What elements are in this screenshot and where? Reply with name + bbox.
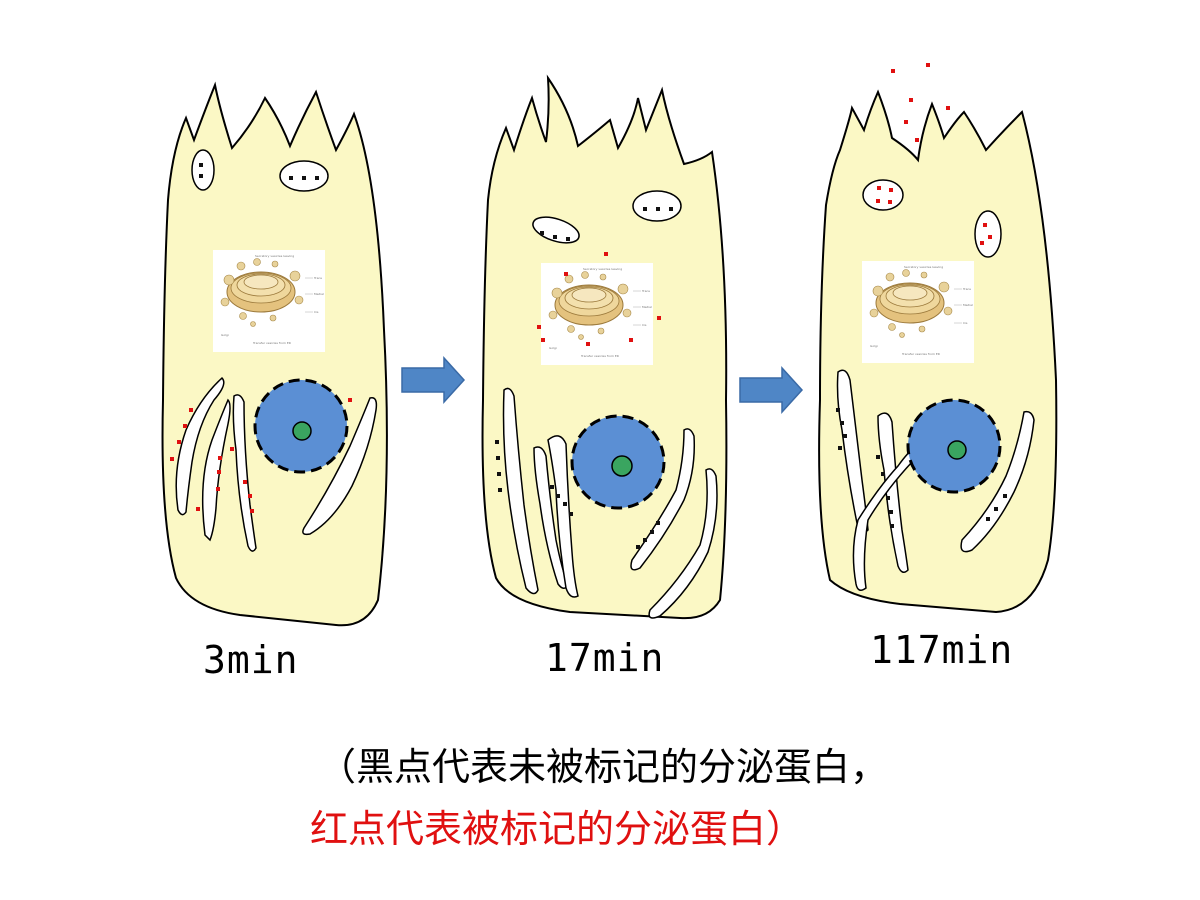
time-label-3min: 3min bbox=[203, 638, 299, 682]
vesicle bbox=[191, 149, 215, 191]
er-cisterna bbox=[302, 397, 378, 536]
labeled-protein-dots bbox=[876, 63, 992, 245]
golgi-apparatus-image bbox=[212, 249, 326, 353]
labeled-protein-dots bbox=[170, 398, 352, 513]
cell-117min bbox=[818, 63, 1058, 614]
arrow-right-icon bbox=[739, 367, 803, 413]
golgi-apparatus-image bbox=[540, 262, 654, 366]
cell-17min bbox=[481, 74, 728, 620]
unlabeled-protein-dots bbox=[199, 163, 319, 180]
er-cisterna bbox=[547, 435, 579, 598]
er-cisterna bbox=[960, 410, 1035, 553]
nucleolus bbox=[611, 455, 633, 477]
er-cisterna bbox=[648, 468, 718, 619]
er-cisterna bbox=[201, 398, 231, 542]
er-cisterna bbox=[836, 369, 869, 534]
vesicle bbox=[862, 179, 904, 211]
er-cisterna bbox=[630, 428, 696, 571]
vesicle bbox=[532, 216, 580, 244]
nucleolus bbox=[947, 440, 967, 460]
nucleolus bbox=[292, 421, 312, 441]
cell-3min bbox=[161, 81, 388, 627]
time-label-17min: 17min bbox=[545, 636, 665, 680]
unlabeled-protein-dots bbox=[836, 408, 1007, 528]
golgi-apparatus-image bbox=[861, 260, 975, 364]
unlabeled-protein-dots bbox=[495, 207, 673, 549]
arrow-right-icon bbox=[401, 357, 465, 403]
vesicle bbox=[974, 210, 1002, 258]
er-cisterna bbox=[877, 412, 909, 573]
caption-line-labeled: 红点代表被标记的分泌蛋白） bbox=[310, 807, 805, 851]
vesicle bbox=[632, 190, 682, 222]
caption-line-unlabeled: （黑点代表未被标记的分泌蛋白， bbox=[318, 745, 889, 789]
labeled-protein-dots bbox=[537, 252, 661, 346]
er-cisterna bbox=[502, 387, 539, 595]
er-cisterna bbox=[175, 376, 225, 516]
time-label-117min: 117min bbox=[870, 628, 1014, 672]
